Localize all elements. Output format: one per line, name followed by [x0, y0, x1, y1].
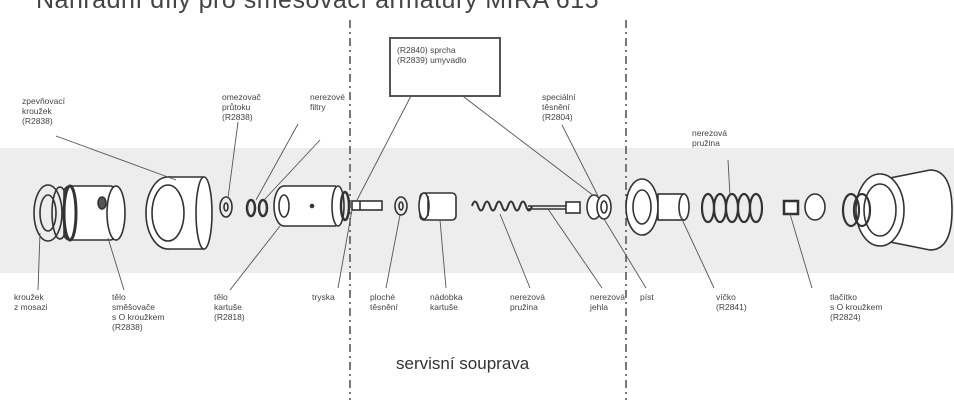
label-stainless-spring: nerezová pružina: [510, 292, 545, 312]
callout-box: (R2840) sprcha (R2839) umyvadlo: [389, 37, 501, 97]
small-button-part: [782, 193, 826, 221]
callout-box-label: (R2840) sprcha (R2839) umyvadlo: [397, 45, 467, 65]
label-stainless-needle: nerezová jehla: [590, 292, 625, 312]
leader-lines: [37, 93, 813, 291]
label-flat-seals: ploché těsnění: [370, 292, 398, 312]
spring-part: [471, 200, 533, 212]
label-piston: píst: [640, 292, 654, 302]
filters-part: [245, 198, 269, 218]
nozzle-part: [351, 200, 383, 211]
service-kit-label: servisní souprava: [396, 354, 530, 373]
lid-part: [625, 178, 690, 236]
label-stainless-spring-top: nerezová pružina: [692, 128, 727, 148]
label-stainless-filters: nerezové filtry: [310, 92, 345, 112]
reinforcing-ring-part: [145, 176, 213, 250]
label-cartridge-body: tělo kartuše (R2818): [214, 292, 245, 322]
label-brass-ring: kroužek z mosazi: [14, 292, 48, 312]
cartridge-body-part: [273, 185, 351, 227]
label-nozzle: tryska: [312, 292, 335, 302]
label-mixer-body: tělo směšovače s O kroužkem (R2838): [112, 292, 165, 332]
label-button: tlačítko s O kroužkem (R2824): [830, 292, 883, 322]
label-lid: víčko (R2841): [716, 292, 747, 312]
flat-seals-part: [394, 196, 408, 216]
page-title: Náhradní díly pro směšovací armatury MIR…: [36, 0, 600, 14]
label-cartridge-vessel: nádobka kartuše: [430, 292, 463, 312]
mixer-body-part: [62, 184, 126, 242]
flow-limiter-part: [219, 196, 233, 218]
label-reinforcing-ring: zpevňovací kroužek (R2838): [22, 96, 65, 126]
label-flow-limiter: omezovač průtoku (R2838): [222, 92, 261, 122]
cartridge-vessel-part: [418, 192, 457, 221]
spring-2-part: [700, 192, 764, 224]
end-cap-part: [841, 169, 953, 251]
label-special-seal: speciální těsnění (R2804): [542, 92, 576, 122]
needle-part: [528, 201, 581, 214]
special-seal-part: [586, 194, 612, 220]
